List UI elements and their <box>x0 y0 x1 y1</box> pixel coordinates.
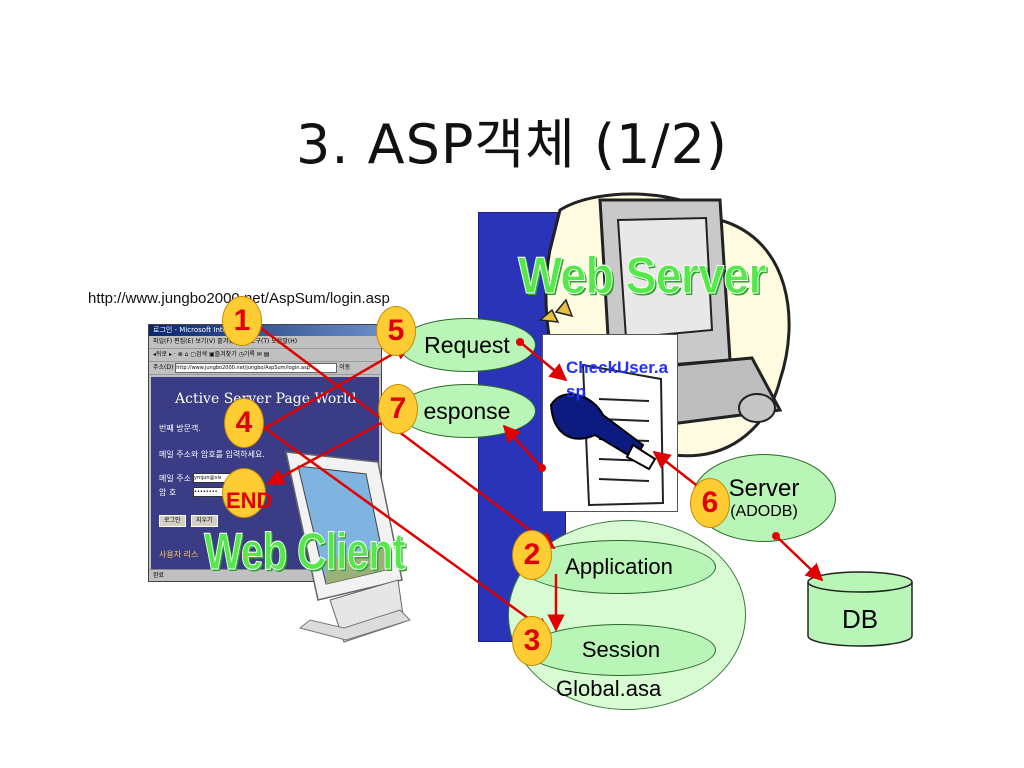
arrow-4-to-session <box>261 424 552 636</box>
visitor-line: 번째 방문객. <box>159 424 201 433</box>
computer-icon <box>538 192 791 458</box>
browser-menu-bar: 파일(F) 편집(E) 보기(V) 즐겨찾기(A) 도구(T) 도움말(H) <box>149 336 381 349</box>
user-list-link: 사용자 리스 <box>159 550 199 559</box>
step-4-badge: 4 <box>224 398 264 448</box>
password-label: 암 호 <box>159 488 177 497</box>
arrow-server-to-checkuser <box>652 450 701 489</box>
address-label: 주소(D) <box>153 364 174 371</box>
global-asa-label: Global.asa <box>556 676 662 701</box>
browser-toolbar: ◂뒤로 ▸ · ⊗ ⌂ ▢검색 ▣즐겨찾기 ◷기록 ✉ ▤ <box>149 349 381 362</box>
address-field: http://www.jungbo2000.net/jungbo/AspSum/… <box>175 362 338 373</box>
arrow-server-to-db <box>775 535 824 582</box>
arrow-response-to-end <box>266 412 399 486</box>
step-7-badge: 7 <box>378 384 418 434</box>
response-label: esponse <box>423 397 511 424</box>
db-cylinder-icon <box>807 571 913 647</box>
request-label: Request <box>424 331 510 358</box>
application-label: Application <box>565 554 673 579</box>
server-label: Server <box>728 475 800 502</box>
response-oval: esponse <box>398 384 536 438</box>
page-heading: Active Server Page World <box>175 391 357 407</box>
login-button: 로그인 <box>159 515 186 527</box>
step-2-badge: 2 <box>512 530 552 580</box>
step-1-badge: 1 <box>222 296 262 346</box>
end-badge <box>222 468 266 518</box>
db-label: DB <box>841 604 879 634</box>
checkuser-box <box>542 334 678 512</box>
arrow-request-to-checkuser <box>519 341 568 382</box>
web-server-label: Web Server <box>518 247 767 306</box>
step-3-badge: 3 <box>512 616 552 666</box>
session-oval: Session <box>526 624 716 676</box>
monitor-icon <box>285 451 411 643</box>
browser-address-bar: 주소(D) http://www.jungbo2000.net/jungbo/A… <box>149 362 381 375</box>
clear-button: 지우기 <box>191 515 218 527</box>
step-5-badge: 5 <box>376 306 416 356</box>
go-label: 이동 <box>339 364 351 371</box>
pen-document-icon <box>549 363 665 507</box>
slide-title: 3. ASP객체 (1/2) <box>295 113 729 176</box>
arrow-checkuser-to-response <box>502 424 543 469</box>
instruction-line: 메일 주소와 암호를 입력하세요. <box>159 450 265 459</box>
request-oval: Request <box>398 318 536 372</box>
arrow-1-to-application <box>257 325 556 550</box>
web-client-label: Web Client <box>204 523 407 582</box>
arrow-4-to-request <box>261 342 412 432</box>
email-label: 메일 주소 <box>159 474 191 483</box>
step-6-badge: 6 <box>690 478 730 528</box>
checkuser-label: CheckUser.asp <box>566 358 669 401</box>
session-label: Session <box>581 637 661 662</box>
end-label: END <box>226 488 273 513</box>
adodb-label: (ADODB) <box>730 503 798 520</box>
